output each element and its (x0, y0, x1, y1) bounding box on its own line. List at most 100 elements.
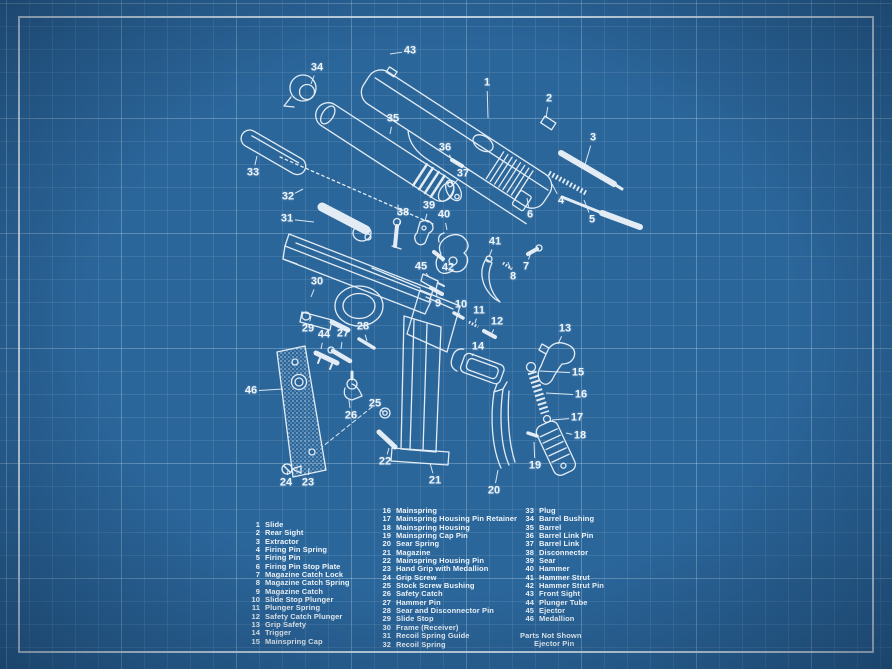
callout-leader-line (441, 259, 443, 262)
part-name: Grip Safety (265, 620, 307, 630)
part-hammer-pin (333, 351, 350, 361)
part-name: Hammer Pin (396, 597, 441, 607)
callout-leader-line (390, 127, 391, 134)
callout-leader-line (349, 400, 350, 408)
part-name: Firing Pin Stop Plate (265, 561, 341, 571)
callout-leader-line (381, 410, 383, 412)
callout-leader-line (436, 290, 437, 296)
part-name: Sear (539, 556, 556, 566)
part-sear (415, 220, 433, 244)
part-number: 13 (251, 620, 260, 630)
part-name: Magazine Catch (265, 586, 324, 596)
part-sear-pin (359, 339, 374, 348)
part-number: 42 (525, 581, 534, 591)
part-name: Hand Grip with Medallion (396, 564, 489, 574)
part-number: 40 (525, 564, 534, 574)
part-name: Barrel Link Pin (539, 531, 594, 541)
part-number: 5 (255, 553, 260, 563)
part-medallion (292, 375, 307, 390)
part-hammer-strut (482, 256, 500, 302)
part-name: Recoil Spring Guide (396, 631, 470, 641)
callout-leader-line (387, 448, 389, 454)
part-name: Medallion (539, 614, 575, 624)
part-name: Firing Pin (265, 553, 301, 563)
part-number: 14 (251, 628, 260, 638)
callout-leader-line (540, 371, 570, 373)
callout-leader-line (365, 335, 367, 341)
part-grip-safety (538, 343, 574, 385)
callout-leader-line (255, 156, 257, 165)
part-name: Mainspring Cap (265, 636, 323, 646)
part-slide-stop (300, 312, 348, 330)
part-name: Mainspring Cap Pin (396, 531, 468, 541)
callout-leader-line (311, 289, 314, 297)
part-small-pins (282, 116, 640, 474)
part-firing-pin-stop (512, 190, 532, 211)
part-name: Slide Stop Plunger (265, 595, 334, 605)
part-number: 31 (382, 631, 391, 641)
callout-leader-line (546, 107, 548, 118)
part-plunger-tube (316, 353, 337, 363)
part-name: Extractor (265, 536, 299, 546)
callout-leader-line (546, 393, 573, 395)
part-number: 10 (251, 595, 260, 605)
part-number: 46 (525, 614, 534, 624)
part-rear-sight (541, 116, 556, 130)
part-mainspring-housing-pin (379, 432, 395, 447)
part-number: 29 (382, 614, 391, 624)
callout-leader-line (584, 146, 591, 168)
part-name: Magazine Catch Lock (265, 570, 344, 580)
part-number: 17 (382, 514, 391, 524)
part-number: 36 (525, 531, 534, 541)
part-number: 41 (525, 572, 534, 582)
callout-leader-line (475, 319, 476, 323)
part-number: 12 (251, 611, 260, 621)
part-slide (348, 60, 559, 225)
part-name: Mainspring Housing Pin (396, 556, 485, 566)
part-name: Stock Screw Bushing (396, 581, 475, 591)
callout-leader-line (529, 252, 531, 259)
part-name: Plunger Spring (265, 603, 321, 613)
callout-leader-line (534, 442, 535, 458)
parts-not-shown-title: Parts Not Shown (520, 630, 582, 640)
callout-leader-line (492, 329, 494, 333)
part-number: 18 (382, 522, 391, 532)
part-slide-stop-plunger (454, 313, 463, 318)
part-recoil-spring-guide (322, 207, 371, 241)
callout-leader-line (287, 470, 288, 475)
callout-leader-line (449, 155, 453, 161)
callout-leader-lines (255, 52, 591, 483)
part-name: Front Sight (539, 589, 581, 599)
part-number: 21 (382, 547, 391, 557)
part-hammer (436, 233, 468, 273)
part-name: Sear and Disconnector Pin (396, 606, 494, 616)
part-number: 38 (525, 547, 534, 557)
part-front-sight (386, 67, 397, 77)
callout-leader-line (558, 336, 562, 344)
part-mainspring-housing (534, 419, 578, 478)
part-name: Slide Stop (396, 614, 434, 624)
part-name: Grip Screw (396, 572, 437, 582)
